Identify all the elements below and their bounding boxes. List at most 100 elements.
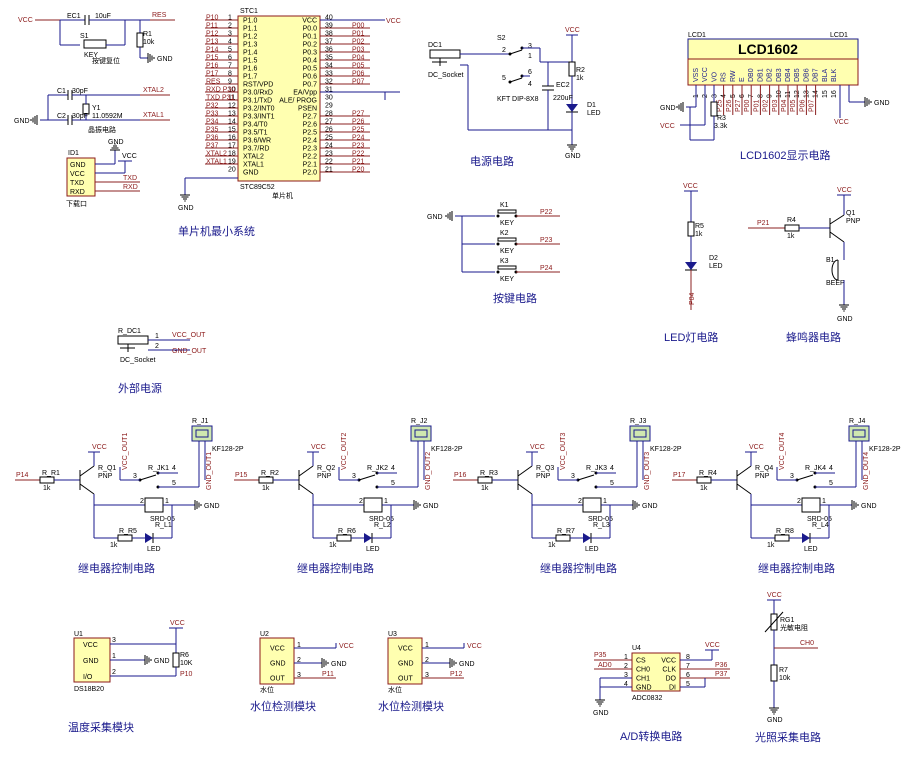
u1-net: P10 [180, 671, 193, 678]
mcu-left-pin-num: 20 [228, 167, 236, 174]
c2-value: 30pF [72, 113, 88, 120]
y1-ref: Y1 [92, 105, 101, 112]
relay-caption: 继电器控制电路 [78, 561, 155, 575]
mcu-left-pin-num: 7 [228, 63, 232, 70]
mcu-left-pin-num: 19 [228, 159, 236, 166]
relay-led-resistor-ref: R_R7 [557, 528, 575, 535]
relay-coil-part: SRD-05 [588, 516, 613, 523]
water-part: 水位 [260, 685, 274, 694]
u4-part: ADC0832 [632, 695, 662, 702]
crystal-circuit: GND C1 30pF C2 30pF Y1 11.0592M XTAL2 XT… [14, 87, 170, 134]
mcu-left-pin-num: 15 [228, 127, 236, 134]
relay-transistor-ref: R_Q4 [755, 465, 773, 472]
mcu-right-net: P27 [352, 111, 365, 118]
relay-switch-ref: R_JK4 [805, 465, 826, 472]
mcu-gnd: GND [178, 205, 194, 212]
light-gnd: GND [767, 717, 783, 724]
relay-transistor-ref: R_Q2 [317, 465, 335, 472]
relay-net: P15 [235, 472, 248, 479]
relay-gnd: GND [204, 503, 220, 510]
adc-do-net: P37 [715, 671, 728, 678]
lcd-pin-net: P01 [753, 99, 760, 112]
mcu-left-pin-num: 10 [228, 87, 236, 94]
s2-part: KFT DIP-8X8 [497, 96, 539, 103]
c2-ref: C2 [57, 113, 66, 120]
relay-terminal-part: KF128-2P [650, 446, 682, 453]
mcu-ref: STC1 [240, 8, 258, 15]
lcd-pin-net: P07 [809, 99, 816, 112]
mcu-left-pin-name: P3.4/T0 [243, 122, 268, 129]
r5-value: 1k [695, 231, 703, 238]
dc1-ref: DC1 [428, 42, 442, 49]
buzzer-net: P21 [757, 220, 770, 227]
relay-transistor-part: PNP [98, 473, 113, 480]
relay-led-resistor-value: 1k [548, 542, 556, 549]
key-net: P24 [540, 265, 553, 272]
r5-ref: R5 [695, 223, 704, 230]
mcu-left-net: P35 [206, 127, 219, 134]
mcu-right-pin-name: P0.0 [303, 26, 318, 33]
relay-transistor-part: PNP [536, 473, 551, 480]
download-vcc: VCC [122, 153, 137, 160]
key-part: KEY [500, 248, 514, 255]
adc-left-num: 3 [624, 672, 628, 679]
s2-pin3: 3 [528, 43, 532, 50]
water-caption: 水位检测模块 [250, 699, 316, 713]
mcu-right-pin-name: P2.0 [303, 170, 318, 177]
mcu-left-net: RES [206, 79, 221, 86]
mcu-left-net: P34 [206, 119, 219, 126]
relay-terminal-ref: R_J2 [411, 418, 427, 425]
s2-pin5: 5 [502, 75, 506, 82]
relay-led-resistor-value: 1k [329, 542, 337, 549]
adc-right-num: 7 [686, 663, 690, 670]
relay-net: P14 [16, 472, 29, 479]
relay-led-resistor-ref: R_R6 [338, 528, 356, 535]
rg1-part: 光敏电阻 [780, 623, 808, 632]
mcu-right-pin-num: 25 [325, 135, 333, 142]
lcd-pin-net: P26 [726, 99, 733, 112]
mcu-left-pin-name: P1.7 [243, 74, 258, 81]
relay-pin-num: 1 [603, 498, 607, 505]
key-ref: K1 [500, 202, 509, 209]
mcu-left-pin-name: RST/VPD [243, 82, 273, 89]
relay-pin-num: 5 [829, 480, 833, 487]
lcd-pin-net: P05 [790, 99, 797, 112]
r7-ref: R7 [779, 667, 788, 674]
lcd-pin-name: VO [711, 71, 718, 82]
mcu-right-pin-name: P0.6 [303, 74, 318, 81]
download-sub: 下载口 [66, 199, 87, 208]
ec2-ref: EC2 [556, 82, 570, 89]
adc-left-pin: CH0 [636, 667, 650, 674]
download-gnd: GND [108, 139, 124, 146]
relay-pin-num: 1 [165, 498, 169, 505]
mcu-right-pin-name: P2.4 [303, 138, 318, 145]
mcu-right-pin-name: P2.5 [303, 130, 318, 137]
lcd-gnd-left: GND [660, 105, 676, 112]
mcu-left-pin-num: 11 [228, 95, 235, 102]
mcu-right-pin-num: 21 [325, 167, 333, 174]
mcu-left-pin-name: P1.6 [243, 66, 258, 73]
adc-clk-net: P36 [715, 662, 728, 669]
mcu-right-net: P02 [352, 39, 365, 46]
mcu-right-pin-num: 34 [325, 63, 333, 70]
d2-part: LED [709, 263, 723, 270]
reset-gnd: GND [157, 56, 173, 63]
c1-ref: C1 [57, 88, 66, 95]
relay-gnd-out-net: GND_OUT3 [644, 452, 651, 490]
u1-num2: 2 [112, 669, 116, 676]
mcu-left-pin-name: P3.5/T1 [243, 130, 268, 137]
relay-base-resistor-value: 1k [481, 485, 489, 492]
relay-pin-num: 3 [790, 473, 794, 480]
adc-left-pin: CH1 [636, 676, 650, 683]
buzzer-vcc: VCC [837, 187, 852, 194]
u1-vcc: VCC [170, 620, 185, 627]
mcu-part: STC89C52 [240, 184, 275, 191]
s2-pin1: 1 [528, 53, 532, 60]
mcu-right-pin-name: ALE/ PROG [279, 98, 317, 105]
buzzer-gnd: GND [837, 316, 853, 323]
mcu-right-net: P04 [352, 55, 365, 62]
